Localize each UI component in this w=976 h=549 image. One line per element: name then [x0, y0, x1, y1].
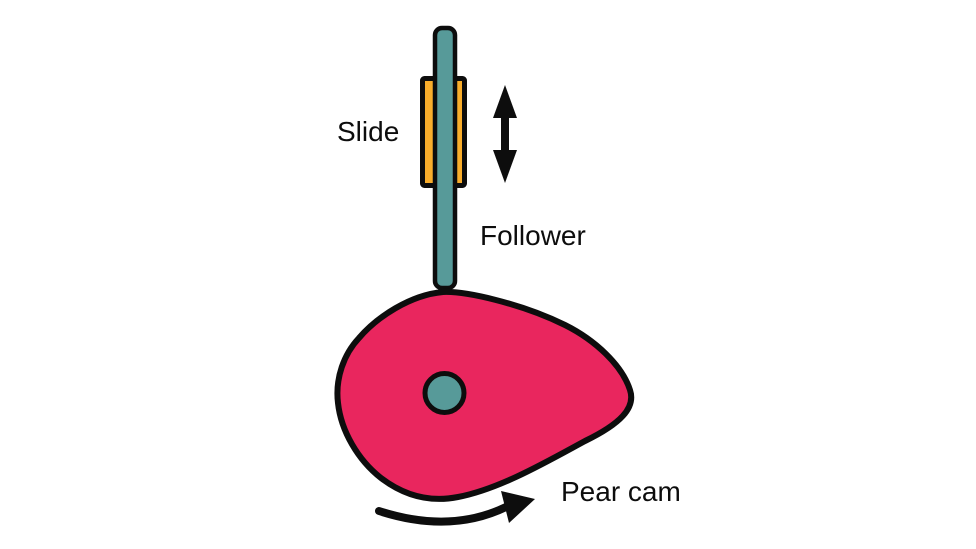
up-arrowhead — [493, 85, 517, 118]
up-down-arrow-icon — [493, 85, 517, 183]
cam-axle-hub — [422, 371, 467, 415]
follower-label: Follower — [480, 220, 586, 251]
pear-cam-shape — [334, 288, 635, 502]
rotation-arrow-icon — [375, 491, 535, 526]
arrow-shaft — [501, 113, 509, 156]
down-arrowhead — [493, 150, 517, 183]
follower-rod-shape — [432, 25, 458, 291]
rotation-arrow-shaft — [375, 503, 510, 526]
pear-cam-label: Pear cam — [561, 476, 681, 507]
slide-label: Slide — [337, 116, 400, 147]
rotation-arrowhead — [501, 491, 535, 523]
